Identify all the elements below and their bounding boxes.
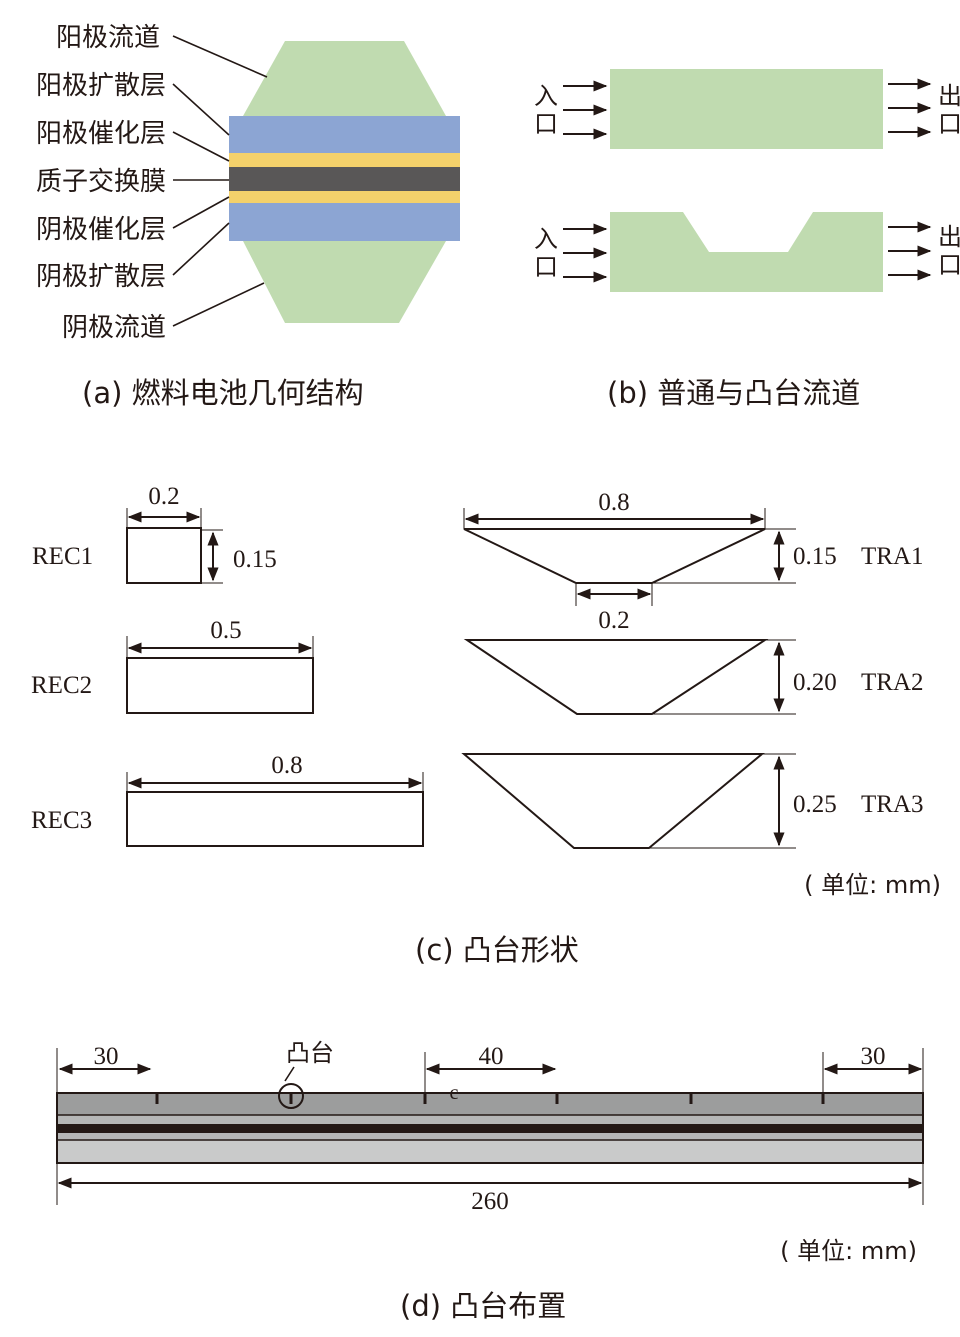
caption-b: (b) 普通与凸台流道 [607, 376, 860, 410]
panel-d-unit-note: ( 单位: mm) [780, 1237, 917, 1265]
rec1-height-label: 0.15 [233, 546, 277, 573]
right-offset-label: 30 [861, 1043, 886, 1070]
boss-flow-channel [610, 212, 883, 292]
channel-band-top [57, 1093, 923, 1115]
tra1-name: TRA1 [861, 543, 924, 570]
boss-label: 凸台 [286, 1039, 334, 1067]
spacing-label: 40 [479, 1043, 504, 1070]
leader-line [172, 196, 230, 229]
boss-ticks [155, 1094, 825, 1104]
tra2-height-label: 0.20 [793, 669, 837, 696]
outlet-label: 出 [938, 82, 960, 110]
outlet-label: 出 [938, 223, 960, 251]
caption-c: (c) 凸台形状 [415, 933, 579, 967]
rec1-shape [126, 527, 202, 584]
label-cathode-diffusion-layer: 阴极扩散层 [36, 262, 166, 292]
leader-line [172, 131, 230, 162]
leader-line [172, 35, 268, 78]
tra3-height-label: 0.25 [793, 791, 837, 818]
rec1-width-label: 0.2 [148, 483, 179, 510]
tra1-bottom-label: 0.2 [598, 607, 629, 634]
boss-highlight-circle [278, 1083, 304, 1109]
rec3-width-label: 0.8 [271, 752, 302, 779]
outlet-label: 口 [938, 251, 960, 279]
tra1-shape [463, 528, 766, 584]
tra1-height-label: 0.15 [793, 543, 837, 570]
tra2-name: TRA2 [861, 669, 924, 696]
marker-c: c [450, 1082, 459, 1104]
inlet-label: 口 [534, 253, 558, 281]
inlet-label: 口 [534, 110, 558, 138]
cathode-flow-channel [243, 241, 446, 323]
label-anode-diffusion-layer: 阳极扩散层 [36, 71, 166, 101]
rec1-name: REC1 [32, 543, 93, 570]
cathode-diffusion-layer [229, 203, 460, 241]
channel-band-membrane [57, 1124, 923, 1133]
tra2-shape [463, 639, 769, 715]
outlet-label: 口 [938, 110, 960, 138]
boss-leader-line [284, 1066, 295, 1082]
cathode-catalyst-layer [229, 191, 460, 203]
panel-c-labels: REC1 REC2 REC3 0.2 0.15 0.5 0.8 0.8 0.2 … [31, 483, 924, 834]
anode-catalyst-layer [229, 153, 460, 167]
rec2-shape [126, 657, 314, 714]
inlet-label: 入 [534, 82, 558, 110]
rec2-width-label: 0.5 [210, 617, 241, 644]
panel-b: 入 口 出 口 入 口 出 口 (b) 普通与凸台流道 [534, 69, 960, 410]
inlet-label: 入 [534, 225, 558, 253]
label-anode-catalyst-layer: 阳极催化层 [36, 119, 166, 149]
leader-line [172, 222, 230, 276]
tra3-shape [461, 753, 765, 849]
panel-d: 30 40 30 260 c 凸台 ( 单位: mm) (d) 凸台布置 [56, 1039, 924, 1323]
anode-diffusion-layer [229, 116, 460, 153]
tra3-name: TRA3 [861, 791, 924, 818]
plain-flow-channel [610, 69, 883, 149]
channel-band-bottom [57, 1140, 923, 1163]
proton-exchange-membrane [229, 167, 460, 191]
anode-flow-channel [243, 41, 446, 116]
leader-line [172, 282, 265, 327]
panel-c-unit-note: ( 单位: mm) [804, 871, 941, 899]
rec3-shape [126, 791, 424, 847]
panel-a: 阳极流道 阳极扩散层 阳极催化层 质子交换膜 阴极催化层 阴极扩散层 阴极流道 … [36, 23, 460, 410]
label-anode-flow-channel: 阳极流道 [56, 23, 160, 53]
rec3-name: REC3 [31, 807, 92, 834]
rec2-name: REC2 [31, 672, 92, 699]
caption-a: (a) 燃料电池几何结构 [82, 376, 364, 410]
channel-band-diffusion-bottom [57, 1133, 923, 1140]
label-cathode-flow-channel: 阴极流道 [62, 313, 166, 343]
caption-d: (d) 凸台布置 [400, 1289, 566, 1323]
left-offset-label: 30 [94, 1043, 119, 1070]
label-proton-exchange-membrane: 质子交换膜 [36, 167, 166, 197]
leader-line [172, 83, 230, 136]
total-length-label: 260 [471, 1188, 509, 1215]
panel-c [126, 508, 796, 849]
tra1-top-label: 0.8 [598, 489, 629, 516]
label-cathode-catalyst-layer: 阴极催化层 [36, 215, 166, 245]
